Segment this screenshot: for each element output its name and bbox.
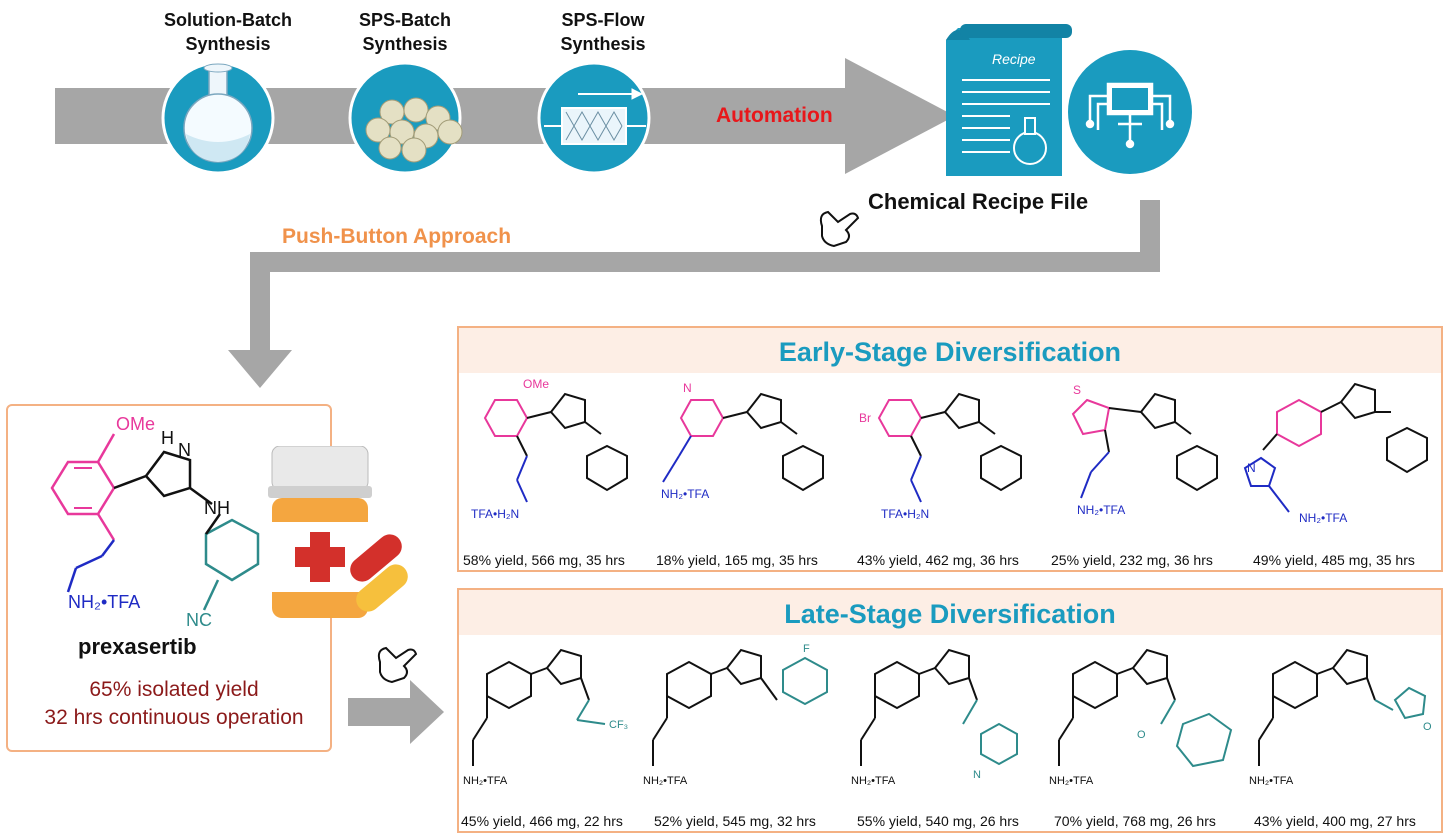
- late-amine-label: NH₂•TFA: [463, 775, 508, 787]
- late-stage-structures: CF₃ NH₂•TFA F NH₂•TFA N NH₂•TFA: [463, 643, 1432, 787]
- method-line1: Solution-Batch: [164, 10, 292, 30]
- recipe-doc-title: Recipe: [992, 51, 1036, 67]
- late-compound-4: O NH₂•TFA: [1049, 648, 1233, 787]
- flow-column-icon: [544, 88, 646, 145]
- method-label-sps-batch: SPS-Batch Synthesis: [320, 8, 490, 56]
- n-label: N: [178, 440, 191, 460]
- early-caption-4: 25% yield, 232 mg, 36 hrs: [1051, 552, 1213, 568]
- late-compound-1: CF₃ NH₂•TFA: [463, 648, 628, 787]
- early-compound-2: N NH₂•TFA: [661, 381, 824, 501]
- nh-label: NH: [204, 498, 230, 518]
- h-label: H: [161, 428, 174, 448]
- early-side-label: NH₂•TFA: [1077, 503, 1125, 517]
- late-compound-5: O NH₂•TFA: [1249, 648, 1432, 787]
- early-caption-1: 58% yield, 566 mg, 35 hrs: [463, 552, 625, 568]
- early-top-label: N: [1247, 461, 1256, 475]
- early-compound-5: N NH₂•TFA: [1243, 382, 1428, 525]
- prexasertib-structure: OMe H N NH NH₂•TFA NC: [50, 414, 260, 630]
- early-side-label: NH₂•TFA: [661, 487, 709, 501]
- early-stage-panel: Early-Stage Diversification: [457, 326, 1443, 572]
- late-caption-1: 45% yield, 466 mg, 22 hrs: [461, 813, 623, 829]
- main-arrow: [55, 58, 955, 174]
- method-line2: Synthesis: [185, 34, 271, 54]
- early-side-label: TFA•H₂N: [881, 507, 929, 521]
- late-amine-label: NH₂•TFA: [851, 775, 896, 787]
- pointing-hand-icon[interactable]: [819, 210, 860, 248]
- automation-label: Automation: [716, 104, 833, 127]
- late-caption-4: 70% yield, 768 mg, 26 hrs: [1054, 813, 1216, 829]
- nc-label: NC: [186, 610, 212, 630]
- early-compound-3: Br TFA•H₂N: [859, 392, 1022, 521]
- early-side-label: NH₂•TFA: [1299, 511, 1347, 525]
- computer-network-icon: [1085, 82, 1175, 149]
- early-top-label: N: [683, 381, 692, 395]
- late-compound-2: F NH₂•TFA: [643, 643, 828, 787]
- late-compound-3: N NH₂•TFA: [851, 648, 1018, 787]
- late-group-label: O: [1137, 729, 1146, 741]
- early-compound-1: OMe TFA•H₂N: [471, 377, 628, 521]
- prexasertib-stats: 65% isolated yield 32 hrs continuous ope…: [24, 676, 324, 732]
- early-caption-5: 49% yield, 485 mg, 35 hrs: [1253, 552, 1415, 568]
- method-label-solution-batch: Solution-Batch Synthesis: [143, 8, 313, 56]
- early-caption-2: 18% yield, 165 mg, 35 hrs: [656, 552, 818, 568]
- late-amine-label: NH₂•TFA: [1249, 775, 1294, 787]
- method-line1: SPS-Flow: [561, 10, 645, 30]
- prexasertib-yield: 65% isolated yield: [89, 678, 259, 701]
- method-label-sps-flow: SPS-Flow Synthesis: [518, 8, 688, 56]
- pill-bottle-icon: [268, 446, 408, 618]
- round-bottom-flask-icon: [183, 63, 253, 163]
- method-line2: Synthesis: [560, 34, 646, 54]
- early-compound-4: S NH₂•TFA: [1071, 383, 1218, 517]
- method-line1: SPS-Batch: [358, 10, 452, 30]
- resin-beads-icon: [365, 97, 463, 163]
- early-top-label: Br: [859, 411, 871, 425]
- late-stage-title: Late-Stage Diversification: [459, 590, 1441, 635]
- late-group-label: CF₃: [609, 719, 628, 731]
- recipe-document-icon: Recipe: [946, 24, 1072, 176]
- late-amine-label: NH₂•TFA: [643, 775, 688, 787]
- early-top-label: OMe: [523, 377, 549, 391]
- workflow-arrows: Recipe: [55, 24, 1192, 388]
- recipe-label: Chemical Recipe File: [868, 189, 1089, 214]
- late-stage-panel: Late-Stage Diversification: [457, 588, 1443, 833]
- late-group-label: N: [973, 769, 981, 781]
- prexasertib-time: 32 hrs continuous operation: [44, 706, 304, 729]
- late-amine-label: NH₂•TFA: [1049, 775, 1094, 787]
- ome-label: OMe: [116, 414, 155, 434]
- early-stage-title: Early-Stage Diversification: [459, 328, 1441, 373]
- early-stage-structures: OMe TFA•H₂N N NH₂•TFA Br TFA•H₂N S NH₂•: [471, 377, 1428, 525]
- push-button-label: Push-Button Approach: [282, 225, 512, 248]
- method-line2: Synthesis: [362, 34, 448, 54]
- late-group-label: O: [1423, 721, 1432, 733]
- late-caption-5: 43% yield, 400 mg, 27 hrs: [1254, 813, 1416, 829]
- early-caption-3: 43% yield, 462 mg, 36 hrs: [857, 552, 1019, 568]
- prexasertib-name: prexasertib: [78, 634, 197, 659]
- early-top-label: S: [1073, 383, 1081, 397]
- pointing-hand-icon[interactable]: [377, 646, 418, 684]
- late-stage-arrow: [348, 646, 444, 744]
- early-side-label: TFA•H₂N: [471, 507, 519, 521]
- late-group-label: F: [803, 643, 810, 655]
- late-caption-2: 52% yield, 545 mg, 32 hrs: [654, 813, 816, 829]
- late-caption-3: 55% yield, 540 mg, 26 hrs: [857, 813, 1019, 829]
- amine-label: NH₂•TFA: [68, 592, 140, 612]
